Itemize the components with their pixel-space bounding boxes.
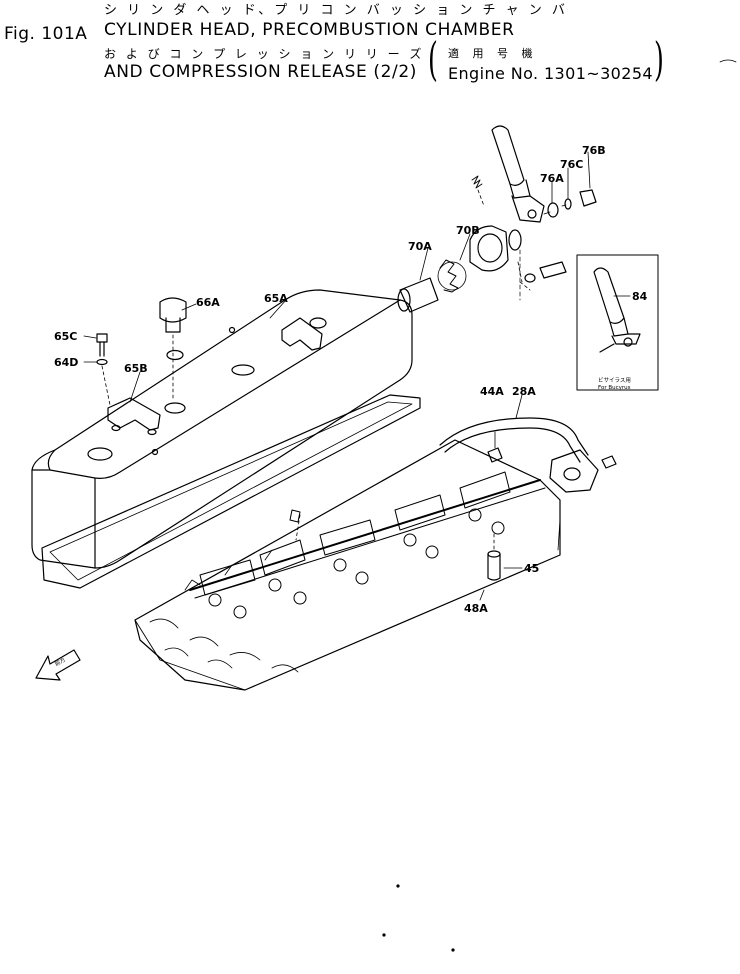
nut-44a: [487, 431, 503, 463]
callout-76c: 76C: [560, 158, 583, 171]
engine-serial-range: Engine No. 1301~30254: [448, 64, 653, 83]
inset-box: [576, 254, 659, 391]
callout-70a: 70A: [408, 240, 432, 253]
title-english-line-2: AND COMPRESSION RELEASE (2/2): [104, 62, 418, 82]
callout-45: 45: [524, 562, 539, 575]
callout-28a: 28A: [512, 385, 536, 398]
callout-64d: 64D: [54, 356, 78, 369]
title-japanese-line-1: シ リ ン ダ ヘ ッ ド、プ リ コ ン バ ッ シ ョ ン チ ャ ン バ: [104, 3, 568, 18]
callout-70b: 70B: [456, 224, 480, 237]
callout-65b: 65B: [124, 362, 148, 375]
cylinder-head-cover: [31, 289, 413, 569]
compression-release-assembly: [397, 125, 597, 313]
forward-arrow-icon: [35, 649, 81, 681]
left-paren: (: [428, 32, 438, 86]
inset-note-japanese: ビサイラス用: [598, 376, 631, 384]
rocker-assembly: [184, 471, 546, 619]
bolt-65c: [96, 333, 111, 406]
title-japanese-line-2: お よ び コ ン プ レ ッ シ ョ ン リ リ ー ズ: [104, 47, 425, 61]
callout-66a: 66A: [196, 296, 220, 309]
bracket-65b: [107, 397, 161, 436]
right-paren: ): [654, 32, 664, 86]
callout-84: 84: [632, 290, 648, 303]
forward-arrow-label: 前方: [53, 655, 67, 667]
pipe-28a: [439, 417, 617, 493]
figure-number: Fig. 101A: [4, 24, 88, 44]
callout-48a: 48A: [464, 602, 488, 615]
callout-44a: 44A: [480, 385, 504, 398]
inset-note-english: For Bucyrus: [598, 385, 631, 391]
callout-76a: 76A: [540, 172, 564, 185]
pin-45: [487, 550, 523, 581]
cover-gasket: [41, 394, 421, 589]
callout-65a: 65A: [264, 292, 288, 305]
callout-76b: 76B: [582, 144, 606, 157]
cylinder-head: [134, 439, 561, 691]
title-english-line-1: CYLINDER HEAD, PRECOMBUSTION CHAMBER: [104, 20, 515, 40]
breather-66a: [159, 297, 187, 414]
bracket-upper: [281, 317, 327, 351]
applicability-label: 適 用 号 機: [448, 47, 538, 60]
callout-65c: 65C: [54, 330, 77, 343]
